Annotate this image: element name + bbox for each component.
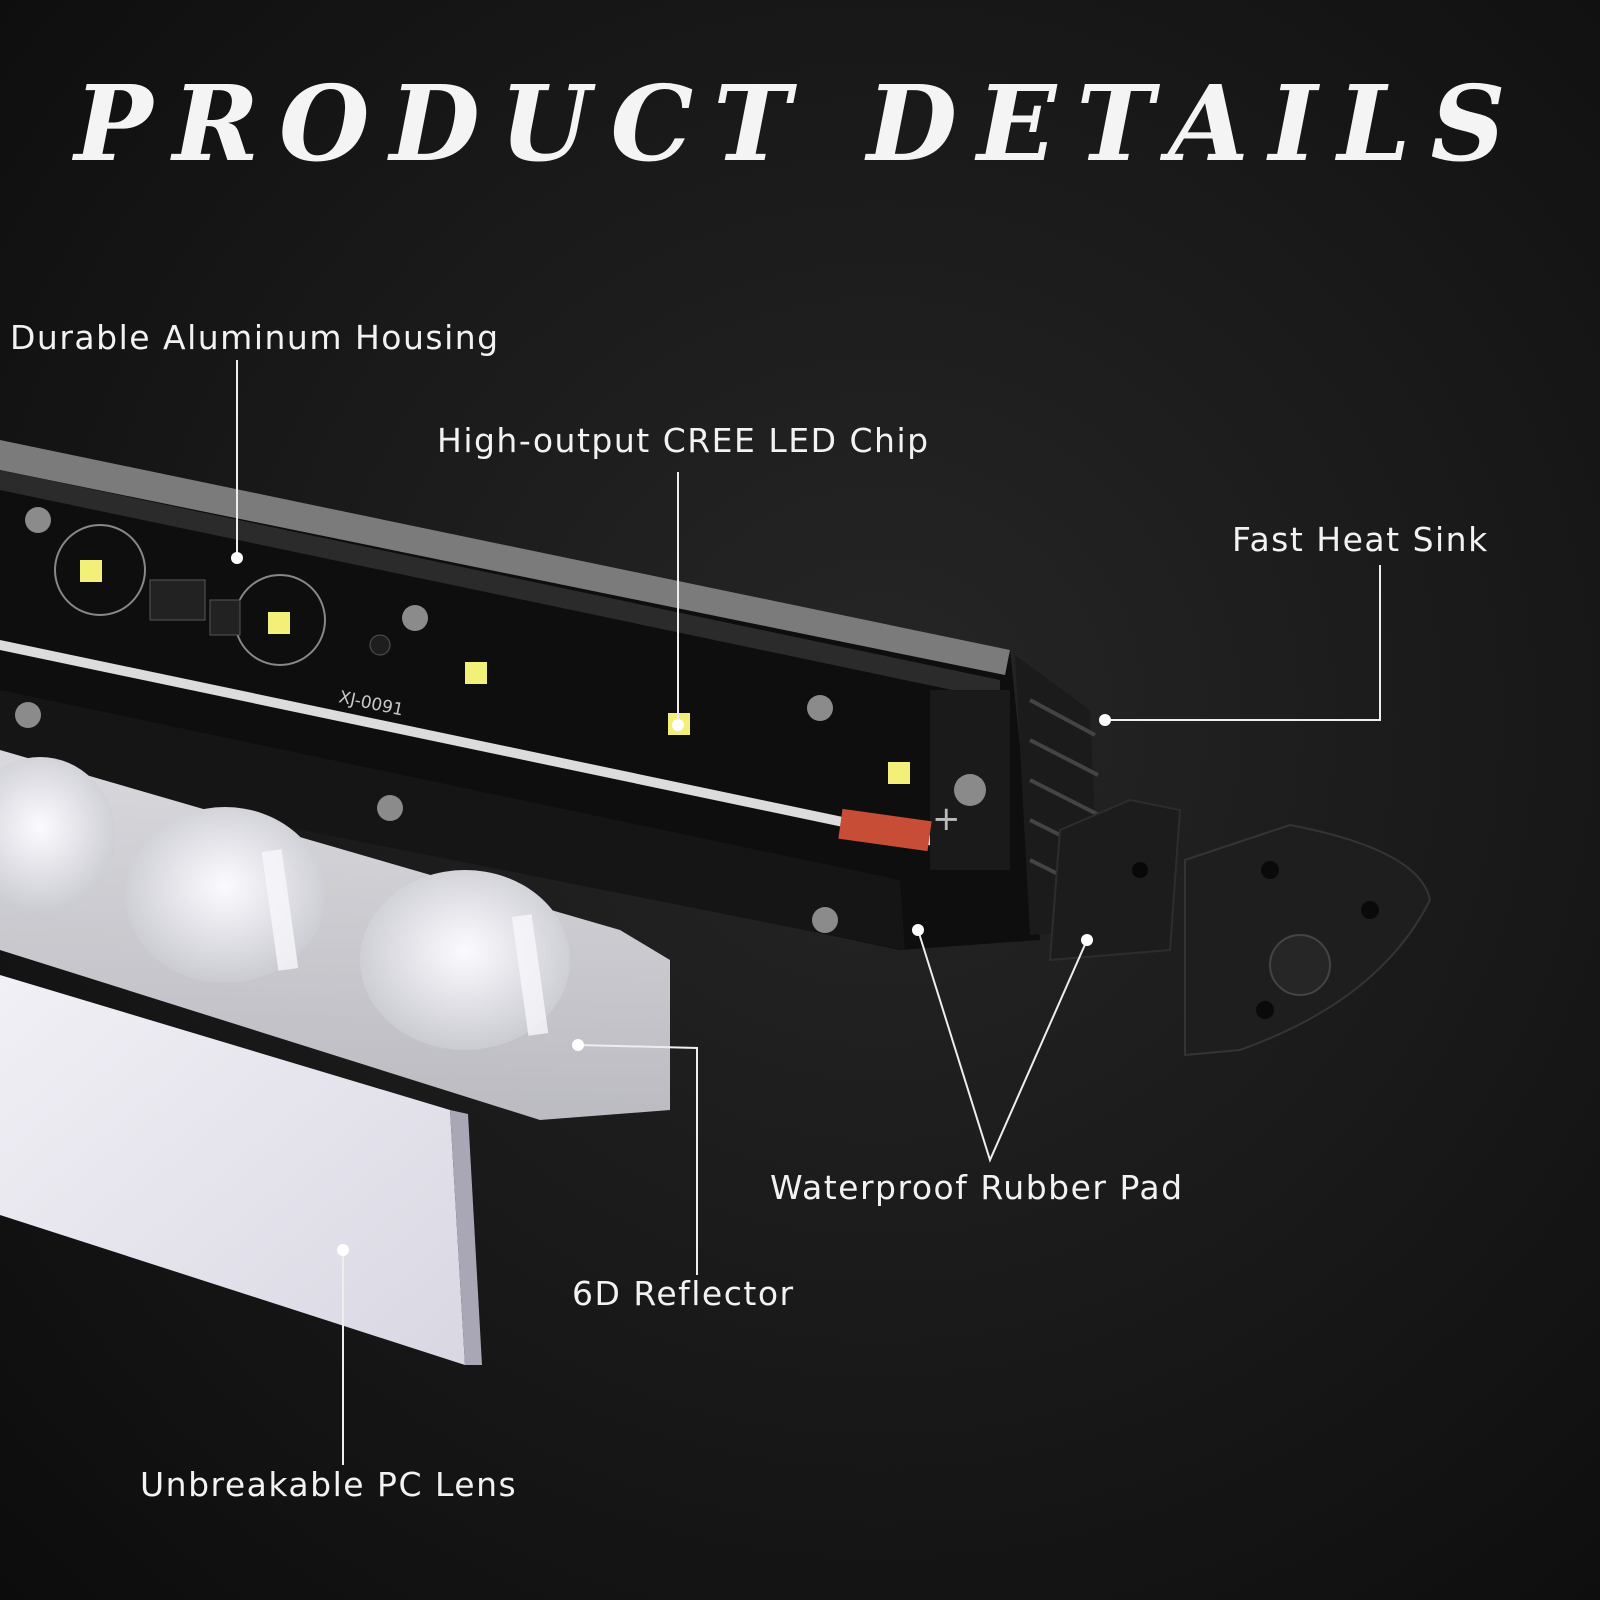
svg-text:+: + [932, 799, 961, 839]
leader-rubber-pad [917, 929, 1088, 1163]
page-title: PRODUCT DETAILS [74, 62, 1526, 185]
callout-led-chip-label: High-output CREE LED Chip [437, 421, 930, 460]
pc-lens [0, 975, 482, 1365]
end-cap-bracket [1184, 823, 1432, 1057]
circuit-board: XJ-0091 [54, 524, 910, 784]
rubber-pad [1048, 798, 1182, 962]
screw-holes [15, 507, 838, 933]
led-chip-1 [80, 560, 102, 582]
callout-heat-sink-label: Fast Heat Sink [1232, 520, 1489, 559]
callout-lens-label: Unbreakable PC Lens [140, 1465, 518, 1504]
callout-reflector-label: 6D Reflector [572, 1274, 795, 1313]
callout-housing-label: Durable Aluminum Housing [10, 318, 500, 357]
callout-leaders [236, 360, 1381, 1465]
led-chip-3 [465, 662, 487, 684]
led-chip-2 [268, 612, 290, 634]
leader-reflector [577, 1044, 698, 1275]
leader-heat-sink [1105, 565, 1381, 721]
reflector [0, 750, 670, 1120]
callout-rubber-pad-label: Waterproof Rubber Pad [770, 1168, 1184, 1207]
callout-dots [231, 552, 1111, 1256]
led-chip-5 [888, 762, 910, 784]
aluminum-housing: + [0, 440, 1040, 950]
